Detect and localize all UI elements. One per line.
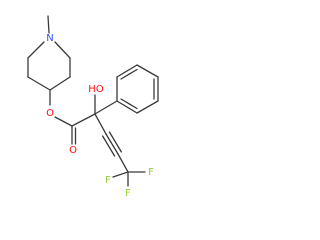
piperidine-ring <box>27 15 71 91</box>
atom-f-left: F <box>105 175 111 186</box>
atom-o-carbonyl: O <box>69 145 77 156</box>
bond-triple <box>108 131 123 153</box>
bond-ring <box>49 76 71 91</box>
bond-methyl-n <box>47 15 50 34</box>
bond-c-f <box>112 171 129 178</box>
bond-ring <box>27 76 51 91</box>
bond-c-phenyl <box>94 100 118 115</box>
bond-o-c <box>54 116 73 127</box>
atom-f-right: F <box>148 167 154 178</box>
bond-aromatic <box>136 100 159 114</box>
bond-aromatic <box>116 64 138 78</box>
bond-triple <box>101 135 116 157</box>
phenyl-ring <box>116 64 159 114</box>
atom-o-ester: O <box>46 108 54 119</box>
bond-alkyne-cf3 <box>117 153 129 173</box>
bond-ring <box>27 41 45 59</box>
alpha-carbon-substituents <box>94 94 118 135</box>
bond-aromatic <box>136 64 159 78</box>
bond-ring <box>54 41 71 59</box>
alkyne-triple-bond <box>101 131 129 173</box>
bond-c-alpha <box>71 113 96 127</box>
bond-aromatic <box>116 100 138 114</box>
atom-f-bottom: F <box>125 188 131 199</box>
ester-group <box>49 89 96 145</box>
trifluoromethyl-group <box>112 171 146 187</box>
bond-aromatic-inner <box>120 68 138 80</box>
bond-aromatic-inner <box>120 98 138 110</box>
bond-triple <box>105 133 119 155</box>
atom-n: N <box>46 33 53 44</box>
bond-c-alkyne <box>94 113 107 135</box>
structural-formula: N O HO O F F F <box>27 15 159 199</box>
atom-hydroxy: HO <box>88 84 104 95</box>
